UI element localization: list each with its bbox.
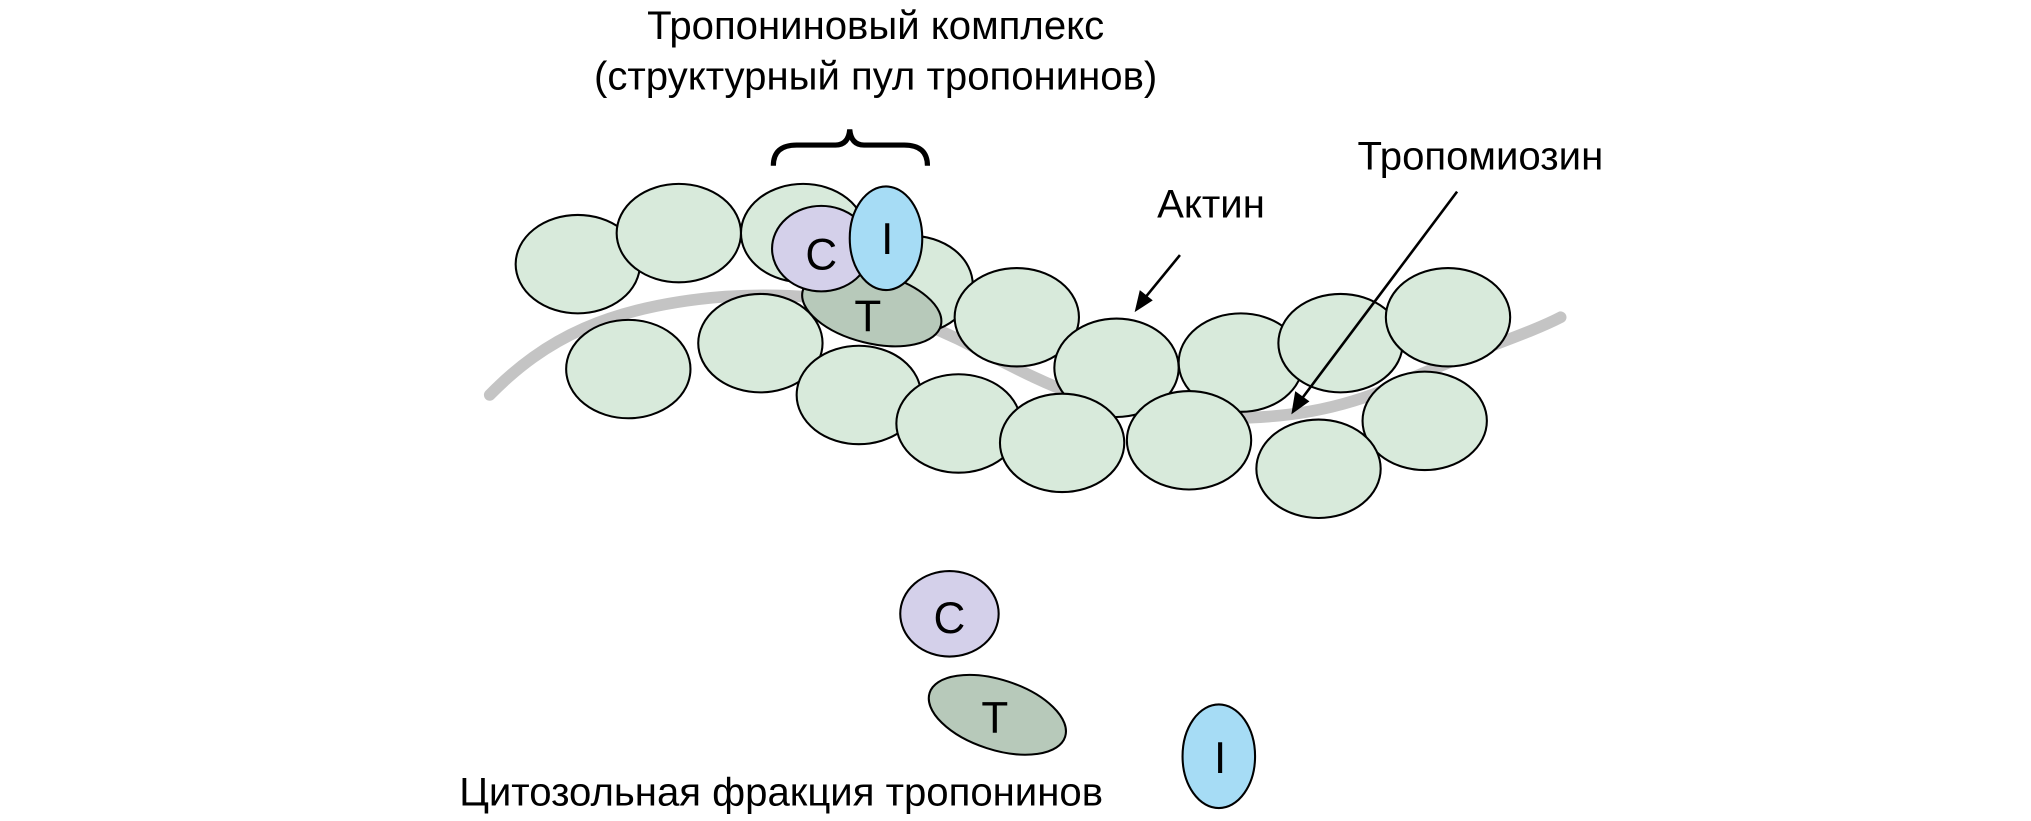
actin-monomer	[1125, 390, 1253, 491]
troponin-t-bound-label: T	[854, 293, 881, 342]
actin-monomer	[953, 267, 1080, 368]
actin-arrow	[1134, 254, 1181, 313]
troponin-c-bound-label: C	[805, 230, 837, 279]
actin-filament	[514, 182, 1512, 520]
troponin-i-free-label: I	[1214, 734, 1226, 783]
title-line-1: Тропониновый комплекс	[647, 3, 1104, 48]
actin-monomer	[1277, 292, 1404, 394]
tropomyosin-label: Тропомиозин	[1358, 134, 1604, 179]
troponin-i-bound-label: I	[881, 215, 893, 264]
actin-monomer	[1384, 267, 1512, 368]
cytosolic-troponins: C T I	[899, 570, 1257, 810]
troponin-c-free-label: C	[934, 594, 966, 643]
troponin-complex: T C I	[771, 185, 943, 348]
actin-monomer	[565, 318, 692, 420]
troponin-c-free	[899, 570, 1000, 658]
actin-monomer	[615, 182, 743, 284]
actin-monomer	[998, 392, 1126, 494]
troponin-i-free	[1181, 703, 1257, 810]
actin-label: Актин	[1157, 182, 1265, 227]
actin-monomer	[1053, 317, 1180, 419]
actin-monomer	[697, 292, 824, 394]
tropomyosin-arrow	[1291, 190, 1459, 415]
troponin-t-free	[927, 673, 1067, 756]
title-line-2: (структурный пул тропонинов)	[594, 53, 1157, 98]
complex-brace	[770, 129, 931, 166]
actin-monomer	[1255, 418, 1382, 520]
cytosolic-label: Цитозольная фракция тропонинов	[459, 769, 1103, 814]
actin-monomer	[1361, 370, 1488, 472]
troponin-t-free-label: T	[981, 694, 1008, 743]
troponin-i-bound	[848, 185, 924, 292]
